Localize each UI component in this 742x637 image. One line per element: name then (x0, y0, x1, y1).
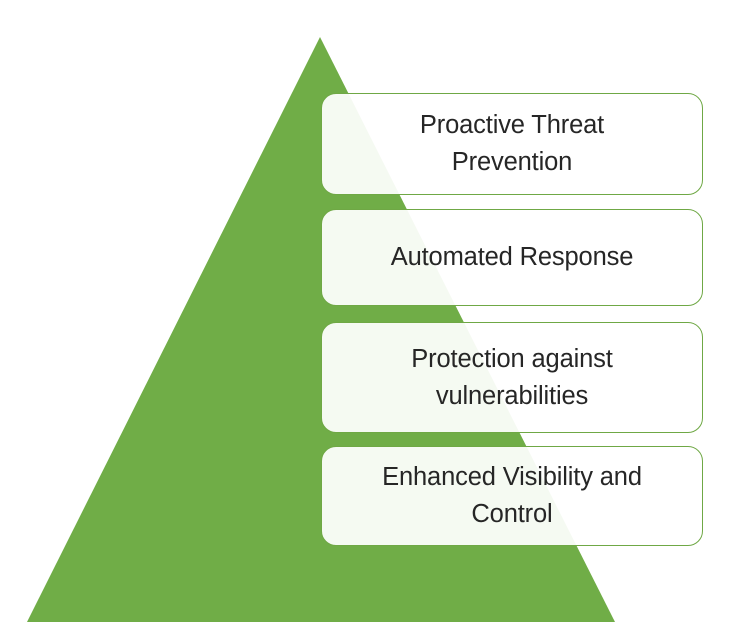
stage-box-enhanced-visibility-and-control[interactable]: Enhanced Visibility and Control (321, 446, 703, 546)
stage-label-proactive-threat-prevention: Proactive Threat Prevention (419, 111, 605, 176)
stage-label-protection-against-vulnerabilities: Protection against vulnerabilities (411, 344, 613, 410)
stage-label-enhanced-visibility-and-control: Enhanced Visibility and Control (382, 463, 642, 528)
stage-box-automated-response[interactable]: Automated Response (321, 209, 703, 306)
stage-label-automated-response: Automated Response (390, 243, 634, 271)
stage-box-protection-against-vulnerabilities[interactable]: Protection against vulnerabilities (321, 322, 703, 433)
stage-box-proactive-threat-prevention[interactable]: Proactive Threat Prevention (321, 93, 703, 195)
